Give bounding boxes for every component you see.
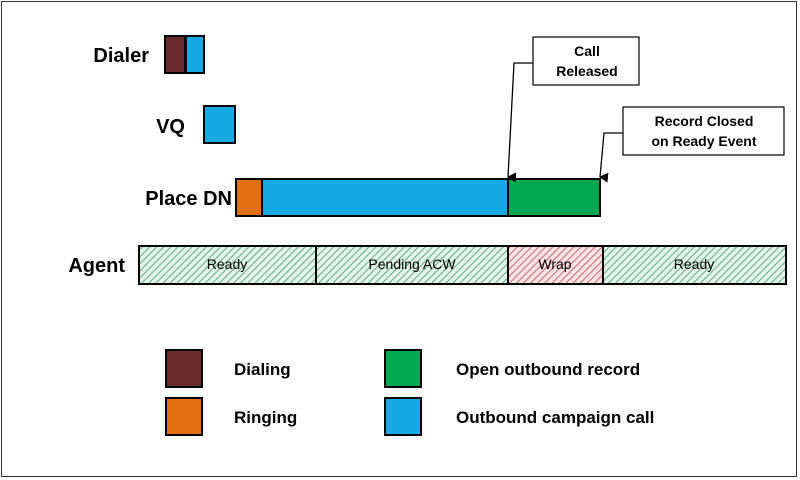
callout-call-released-line2: Released <box>556 63 617 79</box>
callout-record-closed-box <box>622 106 785 156</box>
dialer-campaign-call-block <box>185 35 205 74</box>
agent-ready-segment-1 <box>138 245 317 285</box>
legend-campaign-call-label: Outbound campaign call <box>456 408 654 427</box>
callout-record-closed-line2: on Ready Event <box>651 133 756 149</box>
row-label-vq: VQ <box>156 116 185 138</box>
legend-ringing-swatch <box>165 397 203 436</box>
legend-ringing-label: Ringing <box>234 408 297 427</box>
legend-open-record-label: Open outbound record <box>456 360 640 379</box>
legend-open-record-swatch <box>384 349 422 388</box>
row-label-dialer: Dialer <box>93 45 149 67</box>
legend-campaign-call-swatch <box>384 397 422 436</box>
legend-dialing-swatch <box>165 349 203 388</box>
callout-call-released-box <box>532 36 640 86</box>
callout-call-released-line1: Call <box>574 43 600 59</box>
legend-dialing-label: Dialing <box>234 360 291 379</box>
row-label-agent: Agent <box>68 255 125 277</box>
dialer-dialing-block <box>164 35 186 74</box>
vq-campaign-call-block <box>203 105 236 144</box>
agent-ready-segment-2 <box>602 245 787 285</box>
place-dn-ringing-block <box>235 178 263 217</box>
agent-pending-acw-label: Pending ACW <box>368 256 456 272</box>
agent-ready-label-1: Ready <box>207 256 247 272</box>
callout-call-released-arrow <box>507 62 533 183</box>
callout-record-closed-arrow <box>599 132 623 183</box>
agent-pending-acw-segment <box>315 245 509 285</box>
agent-wrap-label: Wrap <box>538 256 571 272</box>
row-label-place-dn: Place DN <box>145 188 232 210</box>
agent-ready-label-2: Ready <box>674 256 714 272</box>
place-dn-campaign-call-block <box>261 178 509 217</box>
place-dn-open-record-block <box>507 178 601 217</box>
callout-record-closed-line1: Record Closed <box>655 113 754 129</box>
